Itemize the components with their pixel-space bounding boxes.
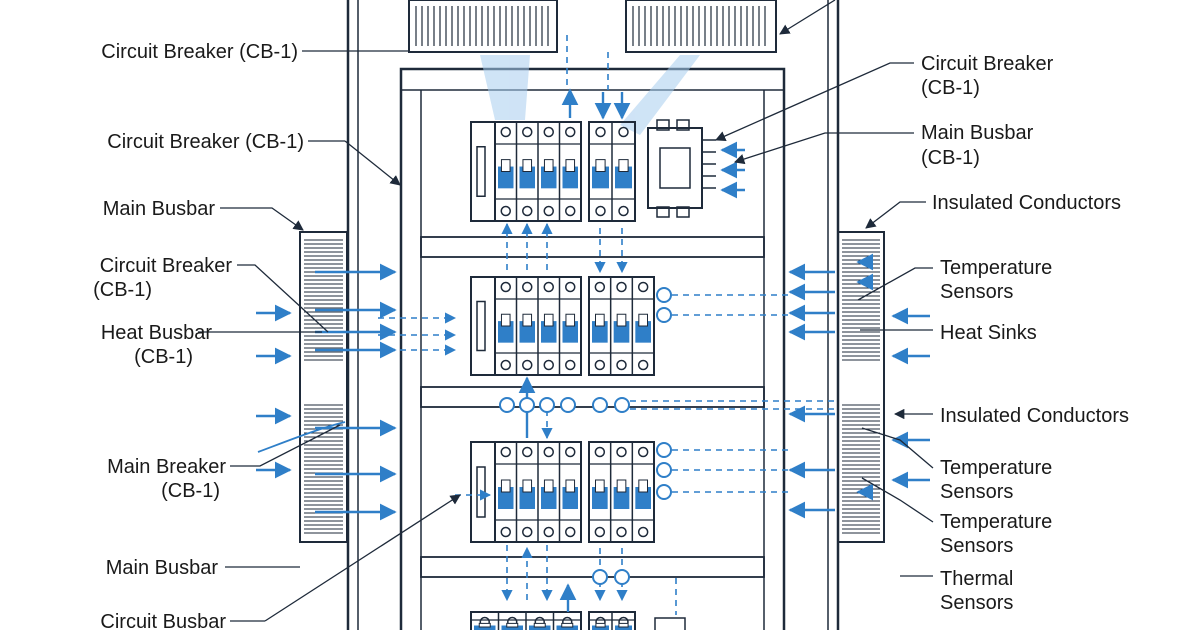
label-temperature-sensors-2: Temperature bbox=[940, 457, 1052, 479]
label-circuit-busbar: Circuit Busbar bbox=[100, 611, 226, 630]
label-main-breaker-sub: (CB-1) bbox=[161, 480, 220, 502]
left-labels: Circuit Breaker (CB-1) Circuit Breaker (… bbox=[93, 41, 304, 630]
left-vent-panel bbox=[299, 231, 348, 543]
circuit-breaker-module bbox=[494, 121, 582, 222]
label-temperature-sensors-3-sub: Sensors bbox=[940, 535, 1013, 557]
label-temperature-sensors-1-sub: Sensors bbox=[940, 281, 1013, 303]
circuit-breaker-module bbox=[470, 611, 582, 630]
terminal-module bbox=[647, 119, 716, 218]
airflow-arrows bbox=[256, 35, 930, 615]
circuit-breaker-module bbox=[588, 121, 636, 222]
airflow-beams bbox=[480, 55, 700, 135]
label-heat-sinks: Heat Sinks bbox=[940, 322, 1037, 344]
label-heat-busbar: Heat Busbar bbox=[101, 322, 213, 344]
label-circuit-breaker-top: Circuit Breaker (CB-1) bbox=[101, 41, 298, 63]
circuit-breaker-module bbox=[588, 276, 655, 376]
label-main-busbar-1: Main Busbar bbox=[103, 198, 216, 220]
right-labels: Circuit Breaker (CB-1) Main Busbar (CB-1… bbox=[921, 53, 1129, 614]
circuit-breaker-module bbox=[588, 441, 655, 543]
circuit-breaker-module bbox=[588, 611, 636, 630]
bottom-terminal bbox=[654, 617, 686, 630]
label-insulated-conductors-2: Insulated Conductors bbox=[940, 405, 1129, 427]
circuit-breaker-module bbox=[494, 276, 582, 376]
label-right-circuit-breaker: Circuit Breaker bbox=[921, 53, 1054, 75]
label-thermal-sensors: Thermal bbox=[940, 568, 1013, 590]
label-circuit-breaker-3: Circuit Breaker bbox=[100, 255, 233, 277]
right-vent-panel bbox=[837, 231, 885, 543]
circuit-breaker-module bbox=[494, 441, 582, 543]
leader-lines bbox=[198, 0, 934, 622]
label-insulated-conductors-1: Insulated Conductors bbox=[932, 192, 1121, 214]
label-right-main-busbar: Main Busbar bbox=[921, 122, 1034, 144]
label-circuit-breaker-2: Circuit Breaker (CB-1) bbox=[107, 131, 304, 153]
label-temperature-sensors-2-sub: Sensors bbox=[940, 481, 1013, 503]
main-breaker-module bbox=[470, 276, 496, 376]
label-right-main-busbar-sub: (CB-1) bbox=[921, 147, 980, 169]
top-left-vent bbox=[408, 0, 558, 53]
top-right-vent bbox=[625, 0, 777, 53]
main-breaker-module bbox=[470, 121, 496, 222]
label-temperature-sensors-1: Temperature bbox=[940, 257, 1052, 279]
label-temperature-sensors-3: Temperature bbox=[940, 511, 1052, 533]
label-main-breaker: Main Breaker bbox=[107, 456, 226, 478]
breaker-group bbox=[470, 121, 655, 630]
label-thermal-sensors-sub: Sensors bbox=[940, 592, 1013, 614]
label-circuit-breaker-3-sub: (CB-1) bbox=[93, 279, 152, 301]
label-right-circuit-breaker-sub: (CB-1) bbox=[921, 77, 980, 99]
label-heat-busbar-sub: (CB-1) bbox=[134, 346, 193, 368]
label-main-busbar-2: Main Busbar bbox=[106, 557, 219, 579]
main-breaker-module bbox=[470, 441, 496, 543]
